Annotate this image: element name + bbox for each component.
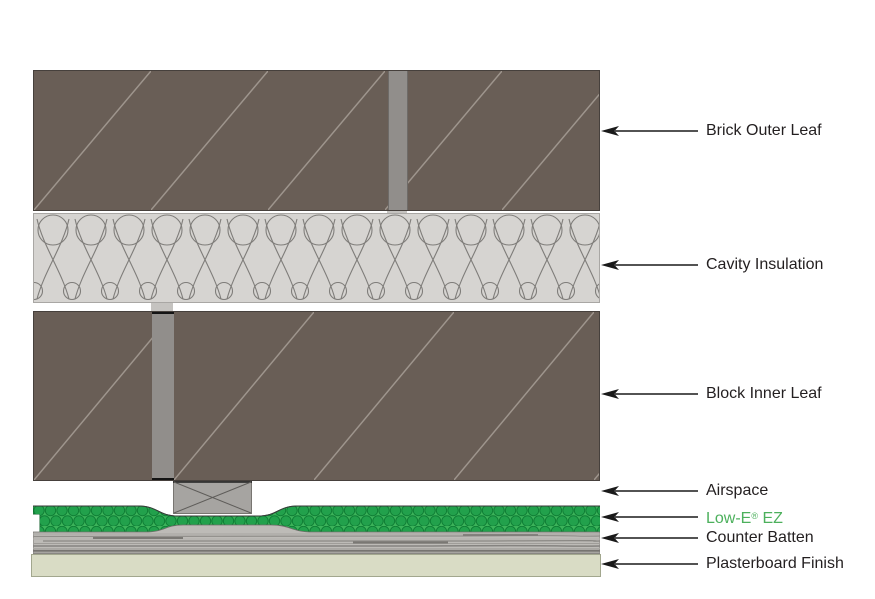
- left-arrow-icon: [601, 389, 698, 399]
- left-arrow-icon: [601, 559, 698, 569]
- callout-counter-batten: Counter Batten: [601, 528, 814, 548]
- low-e-and-counter-batten-graphic: [33, 505, 600, 554]
- left-arrow-icon: [601, 533, 698, 543]
- callout-low-e-ez: Low-E® EZ: [601, 507, 783, 527]
- callout-airspace: Airspace: [601, 481, 768, 501]
- low-e-ez-layer: [33, 505, 600, 533]
- callout-plasterboard-finish: Plasterboard Finish: [601, 554, 844, 574]
- callout-label: Counter Batten: [706, 529, 814, 546]
- wood-grain-texture: [33, 533, 600, 554]
- callout-label: Cavity Insulation: [706, 256, 824, 273]
- brick-outer-leaf-layer: [33, 70, 600, 211]
- left-arrow-icon: [601, 486, 698, 496]
- callout-block-inner-leaf: Block Inner Leaf: [601, 384, 822, 404]
- callout-label: Low-E® EZ: [706, 509, 783, 527]
- batten-cross-icon: [173, 481, 252, 514]
- callout-label: Plasterboard Finish: [706, 555, 844, 572]
- callout-cavity-insulation: Cavity Insulation: [601, 255, 823, 275]
- block-inner-leaf-layer: [33, 311, 600, 481]
- left-arrow-icon: [601, 512, 698, 522]
- left-arrow-icon: [601, 260, 698, 270]
- cross-batten-block: [173, 481, 252, 514]
- block-mortar-joint: [152, 312, 174, 480]
- callout-label: Brick Outer Leaf: [706, 122, 822, 139]
- insulation-loop-pattern: [34, 214, 599, 302]
- callout-brick-outer-leaf: Brick Outer Leaf: [601, 121, 822, 141]
- block-hatch-pattern: [34, 312, 599, 480]
- plasterboard-finish-layer: [31, 554, 601, 577]
- brick-joint-cap: [387, 211, 407, 213]
- registered-mark: ®: [751, 510, 758, 521]
- counter-batten-layer: [33, 524, 600, 554]
- callout-label: Block Inner Leaf: [706, 385, 822, 402]
- callout-label: Airspace: [706, 482, 769, 499]
- cavity-insulation-layer: [33, 213, 600, 303]
- brick-mortar-joint: [388, 71, 408, 210]
- left-arrow-icon: [601, 126, 698, 136]
- brick-hatch-pattern: [34, 71, 599, 210]
- airspace-gap: [33, 482, 600, 505]
- block-joint-cap: [151, 303, 173, 311]
